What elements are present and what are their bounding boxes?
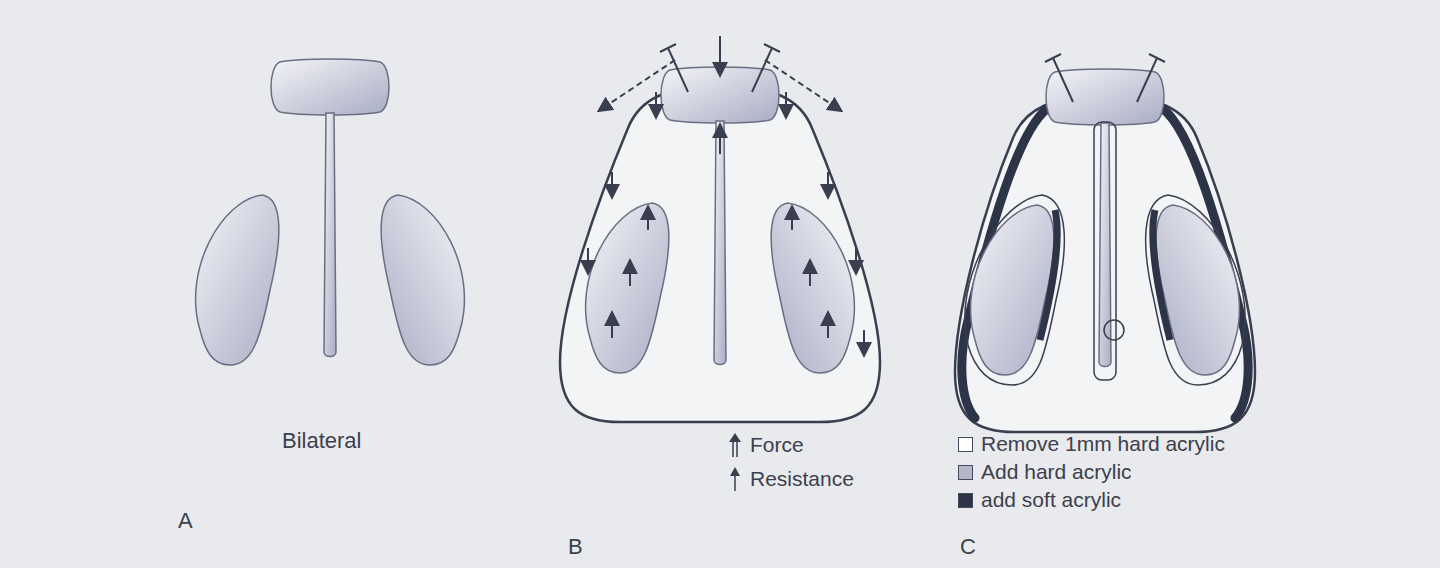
legend-text: Remove 1mm hard acrylic	[981, 432, 1225, 456]
legend-text: Force	[750, 433, 804, 457]
legend-swatch	[958, 465, 973, 480]
panel-letter: B	[568, 534, 583, 559]
force-arrow	[728, 432, 742, 458]
legend-item: Resistance	[728, 466, 854, 492]
legend-text: Resistance	[750, 467, 854, 491]
panel-letter: C	[960, 534, 976, 559]
legend-item: Add hard acrylic	[958, 460, 1132, 484]
legend-text: add soft acrylic	[981, 488, 1121, 512]
panel-letter: A	[178, 508, 193, 533]
legend-item: Force	[728, 432, 804, 458]
resistance-arrow	[728, 466, 742, 492]
legend-text: Add hard acrylic	[981, 460, 1132, 484]
panel-caption: Bilateral	[282, 428, 361, 453]
legend-item: add soft acrylic	[958, 488, 1121, 512]
legend-item: Remove 1mm hard acrylic	[958, 432, 1225, 456]
legend-swatch	[958, 493, 973, 508]
legend-swatch	[958, 437, 973, 452]
